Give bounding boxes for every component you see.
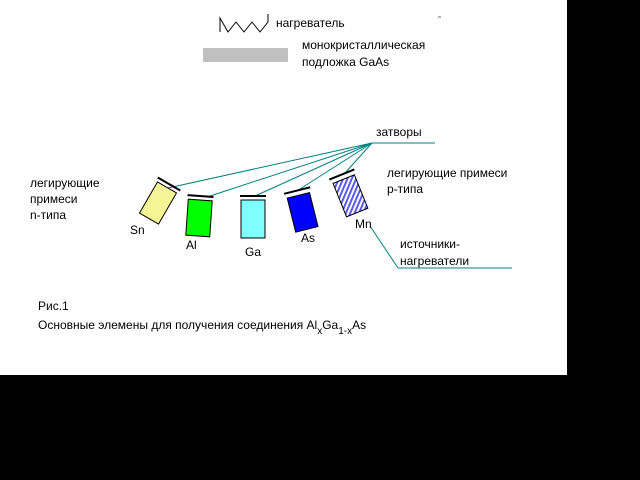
source-al-label: Al xyxy=(186,238,197,252)
source-mn-crucible xyxy=(332,174,369,218)
source-sn-gate xyxy=(157,176,181,192)
source-sn xyxy=(138,176,181,225)
figure-caption-text: Основные элемены для получения соединени… xyxy=(38,318,307,332)
diagram-canvas: нагреватель монокристаллическая подложка… xyxy=(0,0,567,375)
figure-caption: Основные элемены для получения соединени… xyxy=(38,318,367,337)
gate-leader-lines xyxy=(167,142,512,269)
figure-number: Рис.1 xyxy=(38,299,69,313)
source-as xyxy=(283,186,319,233)
gate-leader-al xyxy=(209,142,373,197)
gates-label: затворы xyxy=(376,125,422,139)
source-sn-crucible xyxy=(138,181,178,225)
source-as-crucible xyxy=(286,191,319,233)
diagram-graphics xyxy=(138,14,512,269)
gate-leader-ga xyxy=(254,142,373,197)
source-ga-label: Ga xyxy=(245,245,262,259)
formula-ga: Ga xyxy=(322,318,339,332)
substrate-swatch xyxy=(203,48,288,62)
source-sn-label: Sn xyxy=(130,223,145,237)
source-al-crucible xyxy=(185,198,213,238)
source-al-gate xyxy=(187,194,214,198)
source-mn-gate xyxy=(328,168,355,181)
formula-sub-x: x xyxy=(317,326,323,337)
source-al xyxy=(185,194,214,238)
formula-sub-1x: 1-x xyxy=(338,326,353,337)
heater-legend-label: нагреватель xyxy=(276,16,345,30)
n-dopants-label-3: n-типа xyxy=(30,208,67,222)
sources-leader-diagonal xyxy=(369,225,399,269)
gate-leader-sn xyxy=(167,142,373,189)
source-mn xyxy=(328,168,369,218)
substrate-legend-label-1: монокристаллическая xyxy=(302,38,426,52)
sources-label-2: нагреватели xyxy=(400,254,470,268)
source-as-label: As xyxy=(301,231,316,245)
source-ga-crucible xyxy=(240,199,266,239)
gate-leader-as xyxy=(299,142,373,190)
sources-label-1: источники- xyxy=(400,237,461,251)
p-dopants-label-2: р-типа xyxy=(387,182,424,196)
formula-al: Al xyxy=(306,318,318,332)
n-dopants-label-2: примеси xyxy=(30,192,78,206)
gate-leader-mn xyxy=(344,142,373,174)
formula-as: As xyxy=(352,318,367,332)
heater-zigzag-icon xyxy=(219,14,269,33)
n-dopants-label-1: легирующие xyxy=(30,176,100,190)
source-ga xyxy=(240,195,266,239)
substrate-legend-label-2: подложка GaAs xyxy=(302,55,390,69)
p-dopants-label-1: легирующие примеси xyxy=(387,166,508,180)
source-as-gate xyxy=(283,186,311,195)
source-mn-label: Mn xyxy=(355,217,372,231)
